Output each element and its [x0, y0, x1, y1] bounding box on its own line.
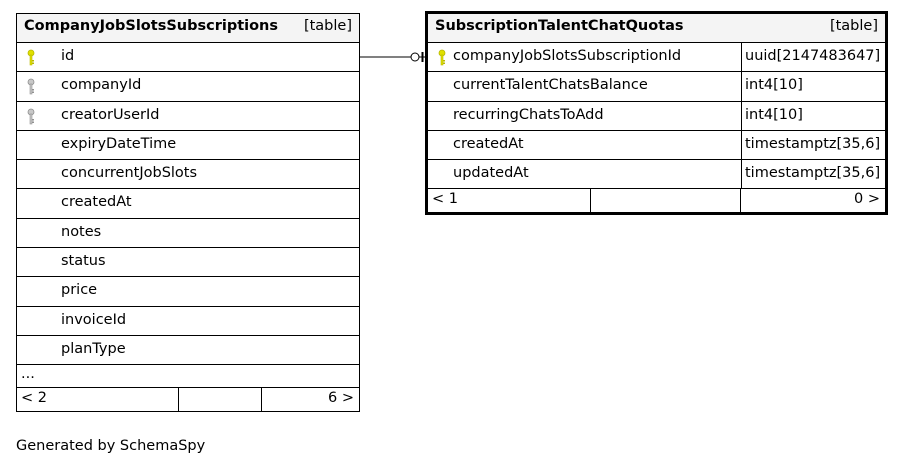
column-name: id: [61, 48, 75, 64]
column-name: currentTalentChatsBalance: [453, 77, 648, 94]
column-row-createdat[interactable]: createdAt: [17, 189, 359, 219]
column-row-updatedat[interactable]: updatedAt timestamptz[35,6]: [428, 160, 885, 190]
table-name: SubscriptionTalentChatQuotas: [435, 18, 684, 34]
subscriptiontalentchatquotas-table[interactable]: SubscriptionTalentChatQuotas [table] com…: [425, 11, 888, 216]
column-type: uuid[2147483647]: [745, 48, 881, 64]
column-type: timestamptz[35,6]: [745, 165, 881, 182]
parent-count-link[interactable]: < 1: [432, 191, 458, 208]
table-header: CompanyJobSlotsSubscriptions [table]: [17, 14, 359, 43]
column-name: invoiceId: [61, 311, 127, 328]
parent-count-link[interactable]: < 2: [21, 390, 47, 407]
table-footer: < 2 6 >: [17, 388, 359, 412]
column-row-companyid[interactable]: companyId: [17, 72, 359, 102]
column-row-creatoruserid[interactable]: creatorUserId: [17, 102, 359, 131]
table-footer: < 1 0 >: [428, 189, 885, 213]
column-name: createdAt: [61, 194, 132, 211]
column-name: planType: [61, 340, 126, 357]
primary-key-icon: [27, 49, 35, 66]
foreign-key-icon: [27, 108, 35, 124]
column-name: createdAt: [453, 135, 524, 152]
primary-key-icon: [438, 49, 446, 66]
column-row-notes[interactable]: notes: [17, 219, 359, 249]
foreign-key-icon: [27, 78, 35, 95]
column-row-expirydatetime[interactable]: expiryDateTime: [17, 131, 359, 161]
more-columns-ellipsis[interactable]: ...: [17, 365, 359, 389]
table-kind: [table]: [829, 18, 878, 34]
column-name: companyId: [61, 77, 142, 94]
column-row-currenttalentchatsbalance[interactable]: currentTalentChatsBalance int4[10]: [428, 72, 885, 102]
companyjobslotssubscriptions-table[interactable]: CompanyJobSlotsSubscriptions [table] id …: [16, 13, 360, 413]
column-type: int4[10]: [745, 106, 803, 123]
column-row-invoiceid[interactable]: invoiceId: [17, 307, 359, 336]
table-header: SubscriptionTalentChatQuotas [table]: [428, 14, 885, 43]
child-count-link[interactable]: 6 >: [328, 390, 354, 407]
column-type: int4[10]: [745, 77, 803, 94]
zero-optionality-marker: [410, 52, 420, 62]
column-name: creatorUserId: [61, 106, 160, 123]
column-name: companyJobSlotsSubscriptionId: [453, 48, 682, 64]
column-row-createdat[interactable]: createdAt timestamptz[35,6]: [428, 130, 885, 161]
column-name: updatedAt: [453, 165, 529, 182]
column-type: timestamptz[35,6]: [745, 135, 881, 152]
ellipsis-text: ...: [21, 366, 35, 383]
column-name: notes: [61, 223, 102, 240]
column-row-companyjobslotssubscriptionid[interactable]: companyJobSlotsSubscriptionId uuid[21474…: [428, 43, 885, 73]
column-row-plantype[interactable]: planType: [17, 336, 359, 366]
column-row-recurringchatstoadd[interactable]: recurringChatsToAdd int4[10]: [428, 101, 885, 131]
table-kind: [table]: [303, 18, 352, 34]
column-name: price: [61, 282, 98, 299]
column-row-price[interactable]: price: [17, 277, 359, 307]
column-name: recurringChatsToAdd: [453, 106, 604, 123]
column-row-status[interactable]: status: [17, 248, 359, 278]
child-count-link[interactable]: 0 >: [854, 191, 880, 208]
column-name: status: [61, 253, 106, 270]
table-name: CompanyJobSlotsSubscriptions: [24, 18, 279, 34]
generated-by-footer: Generated by SchemaSpy: [16, 438, 206, 454]
column-row-id[interactable]: id: [17, 43, 359, 73]
column-row-concurrentjobslots[interactable]: concurrentJobSlots: [17, 160, 359, 190]
column-name: concurrentJobSlots: [61, 165, 198, 182]
column-name: expiryDateTime: [61, 135, 177, 152]
